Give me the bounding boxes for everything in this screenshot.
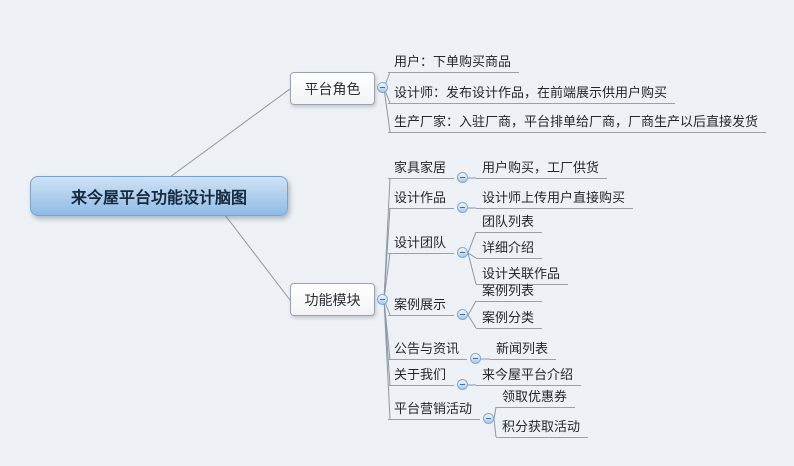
collapse-icon[interactable] (457, 202, 468, 213)
collapse-icon[interactable] (483, 413, 494, 424)
topic-manufacturer[interactable]: 生产厂家：入驻厂商，平台排单给厂商，厂商生产以后直接发货 (388, 114, 767, 133)
branch-function-modules[interactable]: 功能模块 (290, 283, 375, 316)
collapse-icon[interactable] (457, 172, 468, 183)
topic-design-works-desc[interactable]: 设计师上传用户直接购买 (476, 190, 634, 209)
branch-platform-roles[interactable]: 平台角色 (290, 72, 375, 105)
topic-case-list[interactable]: 案例列表 (476, 283, 543, 302)
topic-marketing[interactable]: 平台营销活动 (388, 401, 481, 420)
topic-coupon[interactable]: 领取优惠券 (496, 389, 576, 408)
collapse-icon[interactable] (470, 353, 481, 364)
topic-news[interactable]: 公告与资讯 (388, 341, 468, 360)
topic-points-activity[interactable]: 积分获取活动 (496, 419, 589, 438)
topic-about-us[interactable]: 关于我们 (388, 367, 455, 386)
root-topic[interactable]: 来今屋平台功能设计脑图 (30, 176, 288, 216)
topic-news-list[interactable]: 新闻列表 (490, 341, 557, 360)
topic-case-category[interactable]: 案例分类 (476, 310, 543, 329)
collapse-icon[interactable] (377, 294, 388, 305)
topic-design-team[interactable]: 设计团队 (388, 235, 455, 254)
topic-furniture[interactable]: 家具家居 (388, 160, 455, 179)
topic-team-list[interactable]: 团队列表 (476, 214, 543, 233)
collapse-icon[interactable] (457, 247, 468, 258)
topic-designer[interactable]: 设计师：发布设计作品，在前端展示供用户购买 (388, 85, 676, 104)
topic-team-detail[interactable]: 详细介绍 (476, 240, 543, 259)
topic-team-related-works[interactable]: 设计关联作品 (476, 266, 569, 285)
collapse-icon[interactable] (457, 309, 468, 320)
topic-case-display[interactable]: 案例展示 (388, 297, 455, 316)
topic-user-order[interactable]: 用户：下单购买商品 (388, 54, 520, 73)
topic-furniture-desc[interactable]: 用户购买，工厂供货 (476, 160, 608, 179)
collapse-icon[interactable] (377, 82, 388, 93)
topic-platform-intro[interactable]: 来今屋平台介绍 (476, 367, 582, 386)
topic-design-works[interactable]: 设计作品 (388, 190, 455, 209)
collapse-icon[interactable] (457, 379, 468, 390)
